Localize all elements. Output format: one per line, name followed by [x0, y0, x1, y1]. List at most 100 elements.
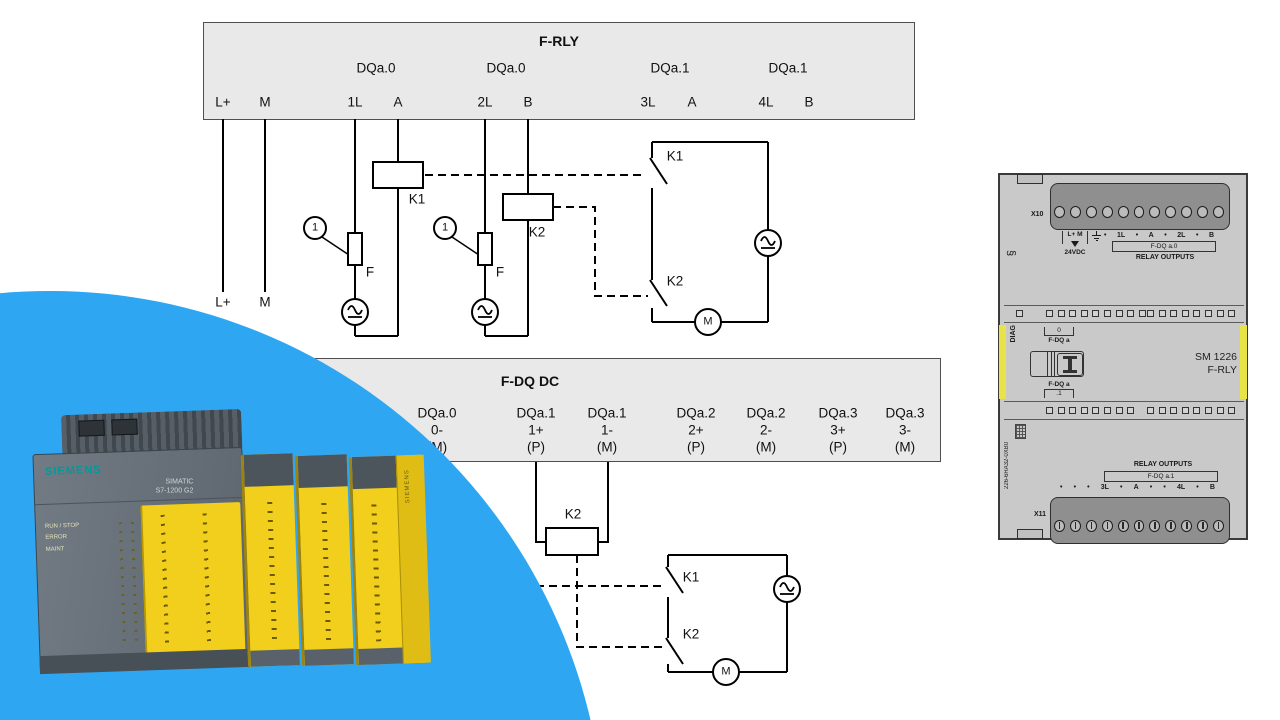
- k2-contact-bottom-label: K2: [682, 626, 700, 642]
- fmodule-top-cap: [243, 453, 294, 487]
- fdq-col-pin: 3+: [830, 422, 846, 438]
- frly-box: [203, 22, 915, 120]
- terminal-cover-bottom: [1050, 497, 1230, 544]
- diag-label: DIAG: [1010, 325, 1017, 343]
- terminal-label: •: [1195, 232, 1199, 239]
- ground-icon: [1092, 231, 1101, 241]
- fdq-col-ch: DQa.2: [676, 405, 716, 421]
- frly-terminal: 1L: [347, 94, 363, 110]
- x10-label: X10: [1031, 211, 1044, 218]
- fdq-col-pin: 1-: [600, 422, 614, 438]
- terminal-label: •: [1135, 232, 1139, 239]
- fdq-col-ch: DQa.1: [516, 405, 556, 421]
- frly-terminal: L+: [215, 94, 231, 110]
- fuse-symbol: [477, 232, 493, 266]
- terminal-label: •: [1163, 484, 1166, 491]
- k1-contact-label: K1: [666, 148, 684, 164]
- note-circle: [433, 216, 457, 240]
- fmodule-base: [304, 648, 354, 666]
- cpu-led-labels: RUN / STOP ERROR MAINT: [45, 521, 80, 556]
- motor-label: M: [703, 315, 713, 328]
- bottom-terminal-row: •••3L•A••4L•B: [1060, 484, 1215, 491]
- fdq0-num: 0: [1057, 327, 1061, 334]
- fdq-col-ch: DQa.2: [746, 405, 786, 421]
- sm1226-module-drawing: X10 L+ M 24VDC •1L•A•2L•B F-DQ a.0 RELAY…: [998, 173, 1248, 544]
- fdq-col-type: (M): [755, 439, 777, 455]
- top-group-bracket: F-DQ a.0: [1112, 241, 1216, 252]
- k2-coil-symbol: [502, 193, 554, 221]
- frly-group-label: DQa.0: [486, 60, 526, 76]
- terminal-label: •: [1087, 484, 1090, 491]
- k2-coil-bottom-label: K2: [564, 506, 582, 522]
- fdq-col-pin: 0-: [430, 422, 444, 438]
- din-clip-top: [1017, 174, 1043, 184]
- top-caption: RELAY OUTPUTS: [1135, 254, 1195, 261]
- symbols: [303, 161, 801, 686]
- frly-group-label: DQa.1: [768, 60, 808, 76]
- datamatrix-icon: [1015, 424, 1026, 439]
- supply-l-label: L+: [215, 294, 231, 310]
- note-leader: [321, 236, 350, 256]
- cpu-model-line1: SIMATIC: [165, 478, 194, 486]
- k2-coil-label: K2: [528, 224, 546, 240]
- k2-contact-label: K2: [666, 273, 684, 289]
- fmodule-side-brand: SIEMENS: [404, 469, 412, 504]
- fdq-col-type: (M): [894, 439, 916, 455]
- power-voltage: 24VDC: [1064, 249, 1086, 256]
- frly-terminal: 2L: [477, 94, 493, 110]
- fdq-title: F-DQ DC: [500, 373, 560, 389]
- fdq1-bracket: .1: [1044, 389, 1074, 398]
- terminal-label: 2L: [1177, 232, 1186, 239]
- note-number: 1: [311, 221, 319, 234]
- led-band1-top: [1004, 305, 1244, 306]
- terminal-label: •: [1120, 484, 1123, 491]
- motor-label: M: [721, 665, 731, 678]
- frly-terminal: A: [687, 94, 697, 110]
- led-group: [1147, 407, 1236, 414]
- fdq-col-pin: 2+: [688, 422, 704, 438]
- top-terminal-row: •1L•A•2L•B: [1104, 232, 1214, 239]
- frly-group-label: DQa.1: [650, 60, 690, 76]
- fmodule-top-cap: [351, 455, 397, 490]
- k1-coil-symbol: [372, 161, 424, 189]
- terminal-label: •: [1104, 232, 1107, 239]
- terminal-label: B: [1209, 484, 1215, 491]
- card-slot-icon: [1030, 351, 1084, 377]
- fdq-col-ch: DQa.3: [818, 405, 858, 421]
- motor-icon: [694, 308, 722, 336]
- frly-terminal: B: [804, 94, 814, 110]
- led-band2-top: [1004, 401, 1244, 402]
- led-group: [1046, 407, 1135, 414]
- ethernet-port: [111, 418, 138, 436]
- fdq1-num: .1: [1056, 390, 1062, 397]
- fdq-col-type: (P): [687, 439, 705, 455]
- fdq-col-type: (M): [596, 439, 618, 455]
- terminal-label: •: [1164, 232, 1167, 239]
- frly-title: F-RLY: [539, 33, 579, 49]
- led-group: [1147, 310, 1236, 317]
- plc-photo: SIEMENS SIMATIC S7-1200 G2 RUN / STOP ER…: [23, 392, 431, 717]
- terminal-cover-top: [1050, 183, 1230, 230]
- fdq0-bracket: 0: [1044, 327, 1074, 336]
- terminal-label: A: [1133, 484, 1139, 491]
- led-group: [1046, 310, 1146, 317]
- fdq-col-pin: 2-: [759, 422, 773, 438]
- ethernet-port: [78, 419, 105, 437]
- bottom-group-label: F-DQ a.1: [1147, 473, 1175, 480]
- fuse-symbol: [347, 232, 363, 266]
- fmodule-led-strip: [321, 500, 332, 641]
- fmodule-base: [358, 647, 403, 666]
- terminal-label: •: [1196, 484, 1199, 491]
- fmodule-slab: [294, 454, 354, 666]
- fdq0-label: F-DQ a: [1048, 337, 1070, 344]
- frly-terminal: 3L: [640, 94, 656, 110]
- frly-terminal: B: [523, 94, 533, 110]
- supply-m-label: M: [259, 294, 271, 310]
- cpu-model-text: SIMATIC S7-1200 G2: [156, 477, 194, 495]
- terminal-screws-bottom: [1054, 520, 1224, 532]
- product-line2: F-RLY: [1207, 364, 1237, 377]
- dashed-links: [425, 174, 664, 648]
- frly-terminal: M: [259, 94, 271, 110]
- terminal-label: 3L: [1100, 484, 1109, 491]
